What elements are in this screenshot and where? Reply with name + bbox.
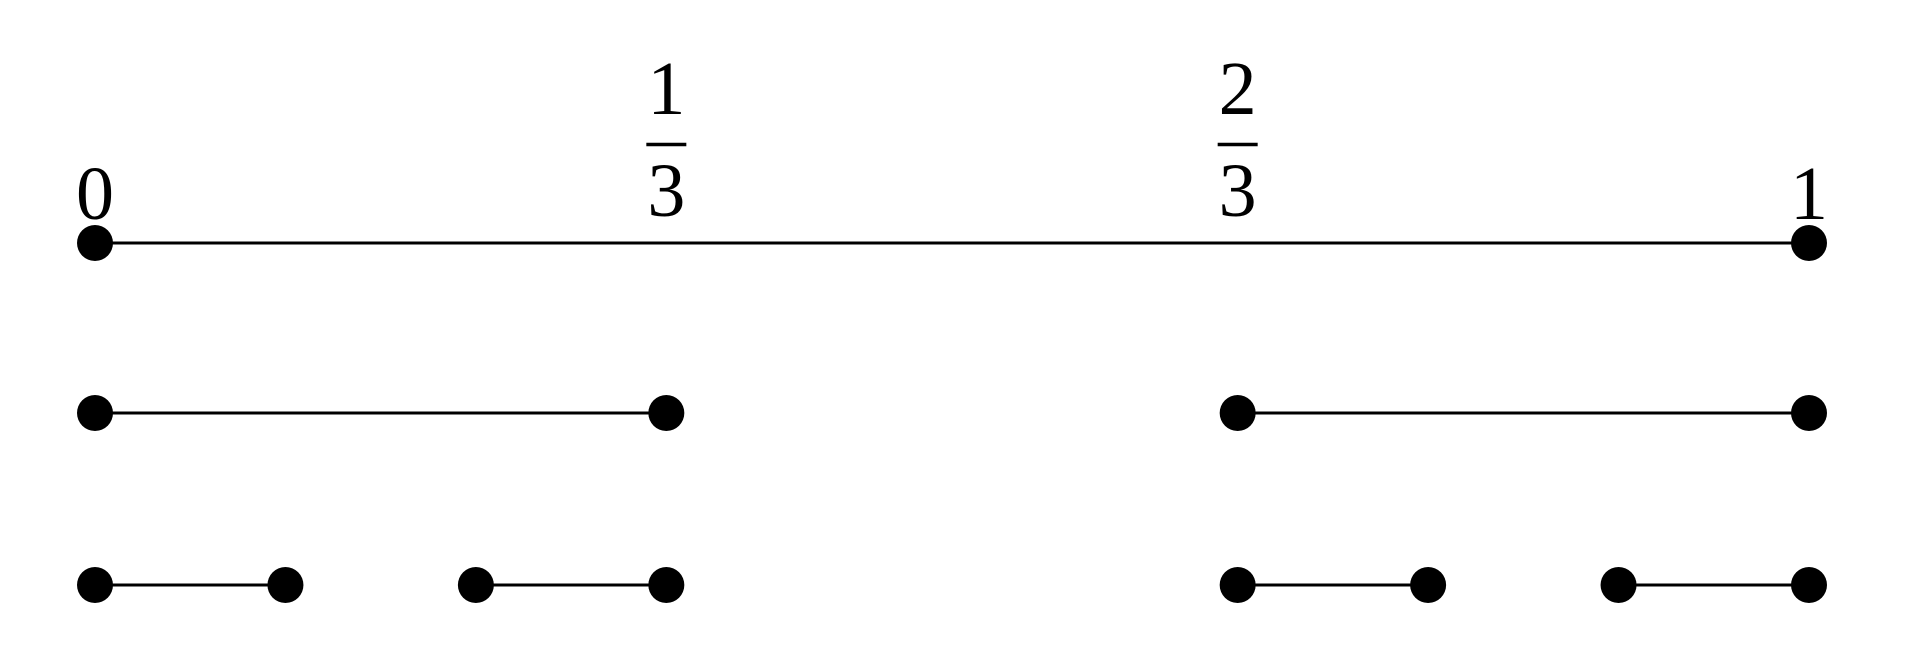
endpoint-value-label: 0 <box>76 152 114 236</box>
segment-endpoint-dot <box>267 567 304 603</box>
tick-label-one-third: 13 <box>646 47 687 233</box>
endpoint-value-label: 1 <box>1790 152 1828 236</box>
tick-label-two-thirds: 23 <box>1217 47 1258 233</box>
segment-endpoint-dot <box>1600 567 1637 603</box>
row-cantor-iteration-2 <box>77 567 1827 603</box>
fraction-numerator: 1 <box>647 47 685 131</box>
segment-endpoint-dot <box>77 395 113 431</box>
tick-label-one: 1 <box>1790 152 1828 236</box>
segment-endpoint-dot <box>77 225 113 261</box>
segment-endpoint-dot <box>648 567 685 603</box>
tick-label-zero: 0 <box>76 152 114 236</box>
segment-endpoint-dot <box>1219 395 1256 431</box>
segment-endpoint-dot <box>457 567 494 603</box>
segment-endpoint-dot <box>1791 567 1827 603</box>
fraction-bar <box>646 142 687 147</box>
row-cantor-iteration-1 <box>77 395 1827 431</box>
segment-endpoint-dot <box>1219 567 1256 603</box>
segment-endpoint-dot <box>1410 567 1447 603</box>
fraction-numerator: 2 <box>1219 47 1257 131</box>
segment-endpoint-dot <box>1791 395 1827 431</box>
fraction-denominator: 3 <box>1219 149 1257 233</box>
segment-endpoint-dot <box>77 567 113 603</box>
row-cantor-iteration-0 <box>77 225 1827 261</box>
fraction-denominator: 3 <box>647 149 685 233</box>
fraction-bar <box>1217 142 1258 147</box>
segment-endpoint-dot <box>648 395 685 431</box>
segment-endpoint-dot <box>1791 225 1827 261</box>
